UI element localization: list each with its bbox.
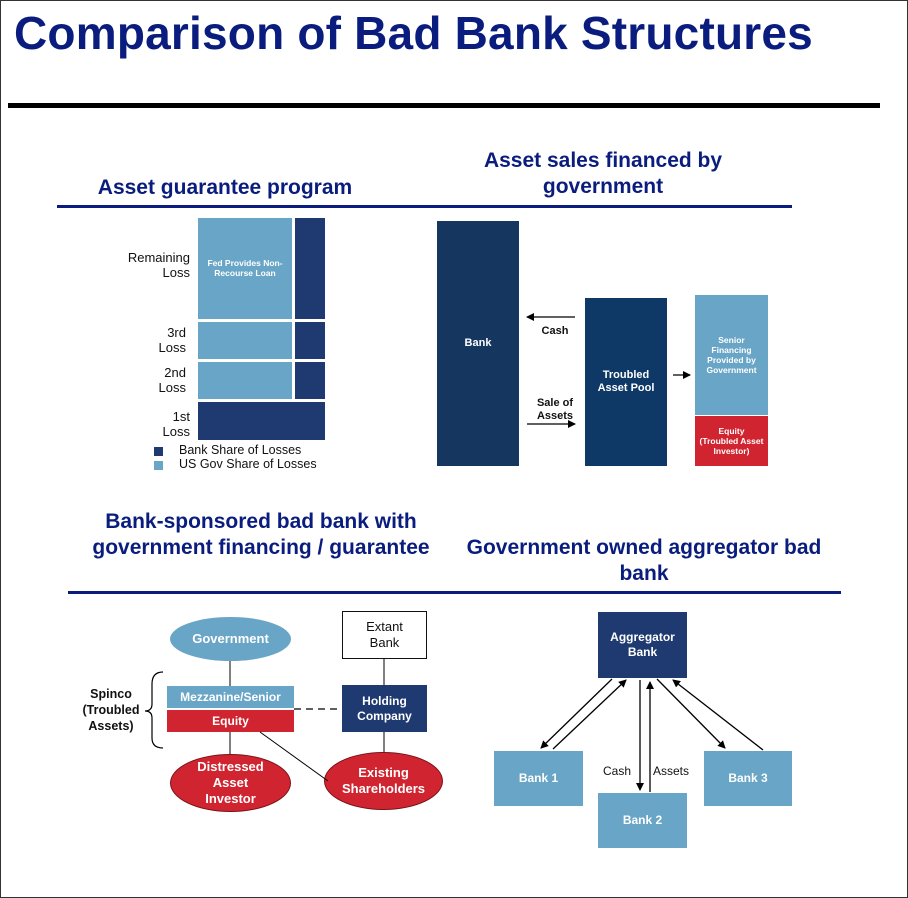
holding-company-block: Holding Company: [342, 685, 427, 732]
spinco-equity-label: Equity: [212, 713, 249, 728]
agg-to-bank1-arrow: [540, 678, 613, 749]
distressed-investor-label: Distressed Asset Investor: [197, 759, 264, 806]
troubled-asset-pool-label: Troubled Asset Pool: [597, 369, 655, 394]
legend-gov-label: US Gov Share of Losses: [179, 457, 317, 471]
legend-bank-label: Bank Share of Losses: [179, 443, 302, 457]
remaining-loss-bank-block: [295, 218, 325, 319]
cash-label: Cash: [541, 325, 569, 337]
sponsored-heading: Bank-sponsored bad bank with government …: [92, 510, 430, 559]
third-loss-bank-block: [295, 322, 325, 359]
government-label: Government: [192, 631, 269, 646]
equity-to-shareholders-line: [259, 731, 329, 782]
title-rule: [8, 103, 880, 108]
senior-financing-block: Senior Financing Provided by Government: [695, 295, 768, 415]
bank1-block: Bank 1: [494, 751, 583, 806]
third-loss-gov-block: [198, 322, 292, 359]
aggregator-heading: Government owned aggregator bad bank: [466, 536, 822, 585]
remaining-loss-label: Remaining Loss: [127, 250, 190, 280]
bank1-label: Bank 1: [518, 771, 559, 785]
agg-cash-label: Cash: [603, 764, 632, 778]
aggregator-bank-block: Aggregator Bank: [598, 612, 687, 678]
sale-of-assets-label: Sale of Assets: [536, 397, 574, 422]
first-loss-label: 1st Loss: [162, 409, 190, 439]
second-loss-bank-block: [295, 362, 325, 399]
holding-company-label: Holding Company: [357, 693, 412, 723]
remaining-loss-gov-block: Fed Provides Non-Recourse Loan: [198, 218, 292, 319]
existing-shareholders-label: Existing Shareholders: [341, 765, 426, 796]
second-loss-label: 2nd Loss: [158, 365, 186, 395]
mezzanine-label: Mezzanine/Senior: [180, 689, 281, 704]
bank3-label: Bank 3: [728, 771, 768, 785]
legend-gov-swatch: [154, 461, 163, 470]
first-loss-bank-block: [198, 402, 325, 440]
senior-financing-label: Senior Financing Provided by Government: [706, 335, 757, 375]
agg-to-bank3-arrow: [656, 678, 726, 749]
legend-bank-swatch: [154, 447, 163, 456]
bank3-to-agg-arrow: [672, 679, 764, 751]
bank2-block: Bank 2: [598, 793, 687, 848]
equity-investor-label: Equity (Troubled Asset Investor): [699, 426, 764, 456]
second-loss-gov-block: [198, 362, 292, 399]
bank-block: Bank: [437, 221, 519, 466]
bank1-to-agg-arrow: [552, 679, 627, 750]
spinco-brace: [144, 671, 164, 749]
spinco-equity-block: Equity: [167, 710, 294, 732]
troubled-asset-pool-block: Troubled Asset Pool: [585, 298, 667, 466]
existing-shareholders-oval: Existing Shareholders: [324, 752, 443, 810]
slide-title: Comparison of Bad Bank Structures: [14, 7, 813, 59]
agg-assets-label: Assets: [653, 764, 690, 778]
fed-loan-text: Fed Provides Non-Recourse Loan: [207, 258, 283, 278]
third-loss-label: 3rd Loss: [158, 325, 186, 355]
bank3-block: Bank 3: [704, 751, 792, 806]
spinco-label: Spinco (Troubled Assets): [82, 687, 140, 733]
distressed-investor-oval: Distressed Asset Investor: [170, 754, 291, 812]
bank-label: Bank: [464, 337, 492, 349]
aggregator-bank-label: Aggregator Bank: [610, 630, 675, 659]
bank2-label: Bank 2: [622, 813, 663, 827]
agp-heading: Asset guarantee program: [97, 176, 353, 199]
asset-sales-heading: Asset sales financed by government: [483, 149, 723, 198]
extant-bank-box: Extant Bank: [342, 611, 427, 659]
mezzanine-block: Mezzanine/Senior: [167, 686, 294, 708]
bottom-heading-rule: [68, 591, 841, 594]
top-heading-rule: [57, 205, 792, 208]
extant-bank-label: Extant Bank: [366, 619, 403, 650]
government-oval: Government: [170, 617, 291, 661]
equity-block: Equity (Troubled Asset Investor): [695, 416, 768, 466]
